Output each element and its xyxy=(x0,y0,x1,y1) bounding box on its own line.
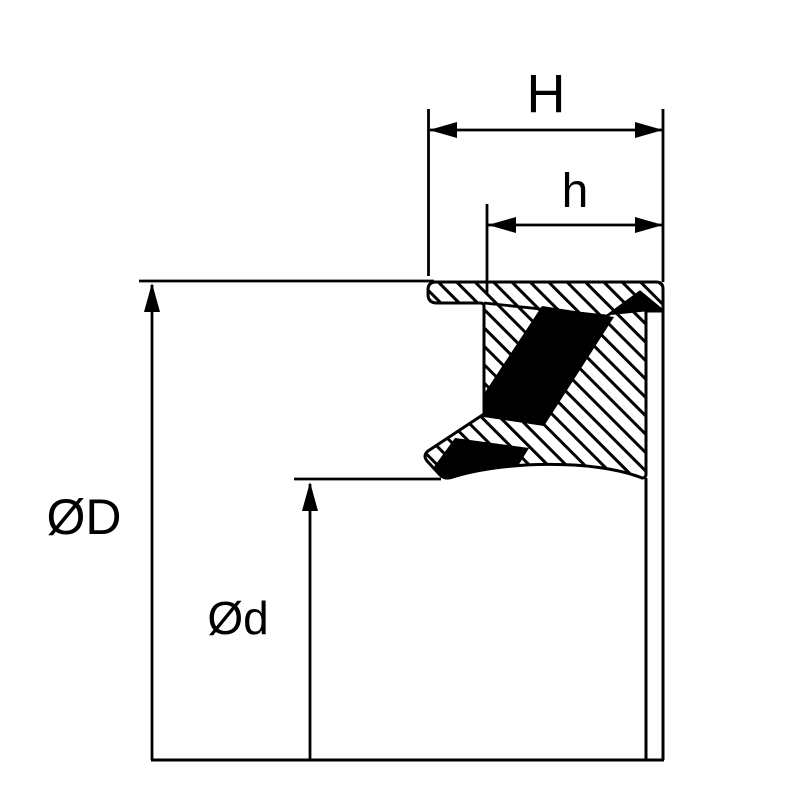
dimension-OD-label: ØD xyxy=(47,489,122,545)
dimension-H-arrow-left xyxy=(429,122,457,138)
elastomer-band-upper xyxy=(470,306,614,426)
dimension-Od-arrow-up xyxy=(302,482,318,511)
dimension-h-label: h xyxy=(562,165,589,218)
dimension-h-arrow-left xyxy=(488,217,516,233)
seal-cross-section xyxy=(423,280,665,480)
seal-elastomer-bands xyxy=(425,306,614,479)
dimension-OD: ØD xyxy=(47,279,434,760)
dimension-h: h xyxy=(485,165,663,294)
dimension-OD-arrow-up xyxy=(144,283,160,312)
dimension-H-label: H xyxy=(527,64,566,124)
outer-corner-seal-tip xyxy=(611,292,660,315)
dimension-H-arrow-right xyxy=(635,122,663,138)
dimension-h-arrow-right xyxy=(635,217,663,233)
flange-bond-line xyxy=(483,290,664,318)
dimension-H: H xyxy=(427,64,665,282)
dimension-Od-label: Ød xyxy=(207,592,268,644)
dimension-Od: Ød xyxy=(207,477,441,760)
bore-lines xyxy=(151,311,665,762)
elastomer-band-lower xyxy=(425,438,529,479)
